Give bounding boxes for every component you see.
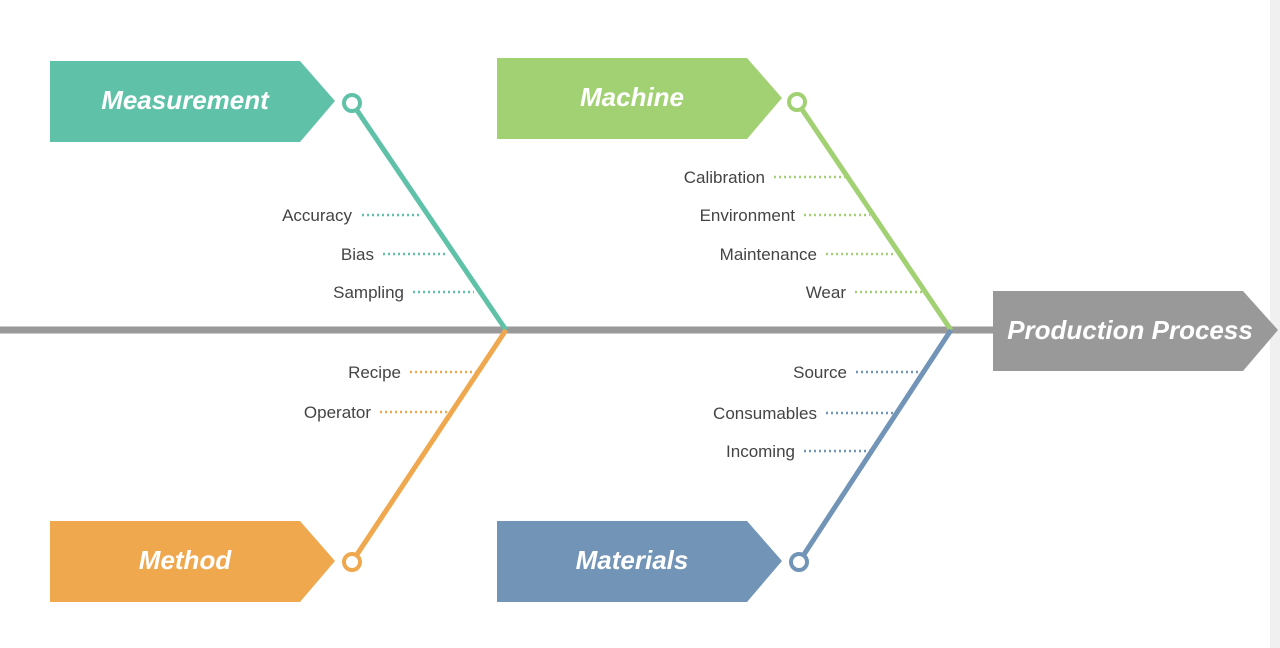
machine-tag xyxy=(497,58,782,139)
cause-sampling: Sampling xyxy=(333,283,404,302)
effect-head: Production Process xyxy=(993,291,1278,371)
method-tag xyxy=(50,521,335,602)
category-measurement: Measurement Accuracy Bias Sampling xyxy=(50,61,509,332)
materials-node xyxy=(789,552,809,572)
method-node xyxy=(342,552,362,572)
cause-accuracy: Accuracy xyxy=(282,206,352,225)
cause-consumables: Consumables xyxy=(713,404,817,423)
measurement-bone xyxy=(349,101,509,332)
machine-node xyxy=(787,92,807,112)
category-method: Method Recipe Operator xyxy=(50,328,509,602)
method-label: Method xyxy=(139,545,233,575)
cause-bias: Bias xyxy=(341,245,374,264)
cause-operator: Operator xyxy=(304,403,371,422)
effect-label: Production Process xyxy=(1007,315,1253,345)
machine-bone xyxy=(794,100,954,332)
effect-arrow-shape xyxy=(993,291,1278,371)
category-machine: Machine Calibration Environment Maintena… xyxy=(497,58,954,332)
materials-tag xyxy=(497,521,782,602)
cause-environment: Environment xyxy=(700,206,796,225)
machine-label: Machine xyxy=(580,82,684,112)
materials-bone xyxy=(796,328,954,564)
right-scroll-rail xyxy=(1270,0,1280,648)
cause-recipe: Recipe xyxy=(348,363,401,382)
measurement-node xyxy=(342,93,362,113)
cause-maintenance: Maintenance xyxy=(720,245,817,264)
measurement-label: Measurement xyxy=(101,85,270,115)
cause-wear: Wear xyxy=(806,283,847,302)
materials-label: Materials xyxy=(576,545,689,575)
cause-source: Source xyxy=(793,363,847,382)
cause-calibration: Calibration xyxy=(684,168,765,187)
category-materials: Materials Source Consumables Incoming xyxy=(497,328,954,602)
method-bone xyxy=(349,328,509,564)
cause-incoming: Incoming xyxy=(726,442,795,461)
measurement-tag xyxy=(50,61,335,142)
